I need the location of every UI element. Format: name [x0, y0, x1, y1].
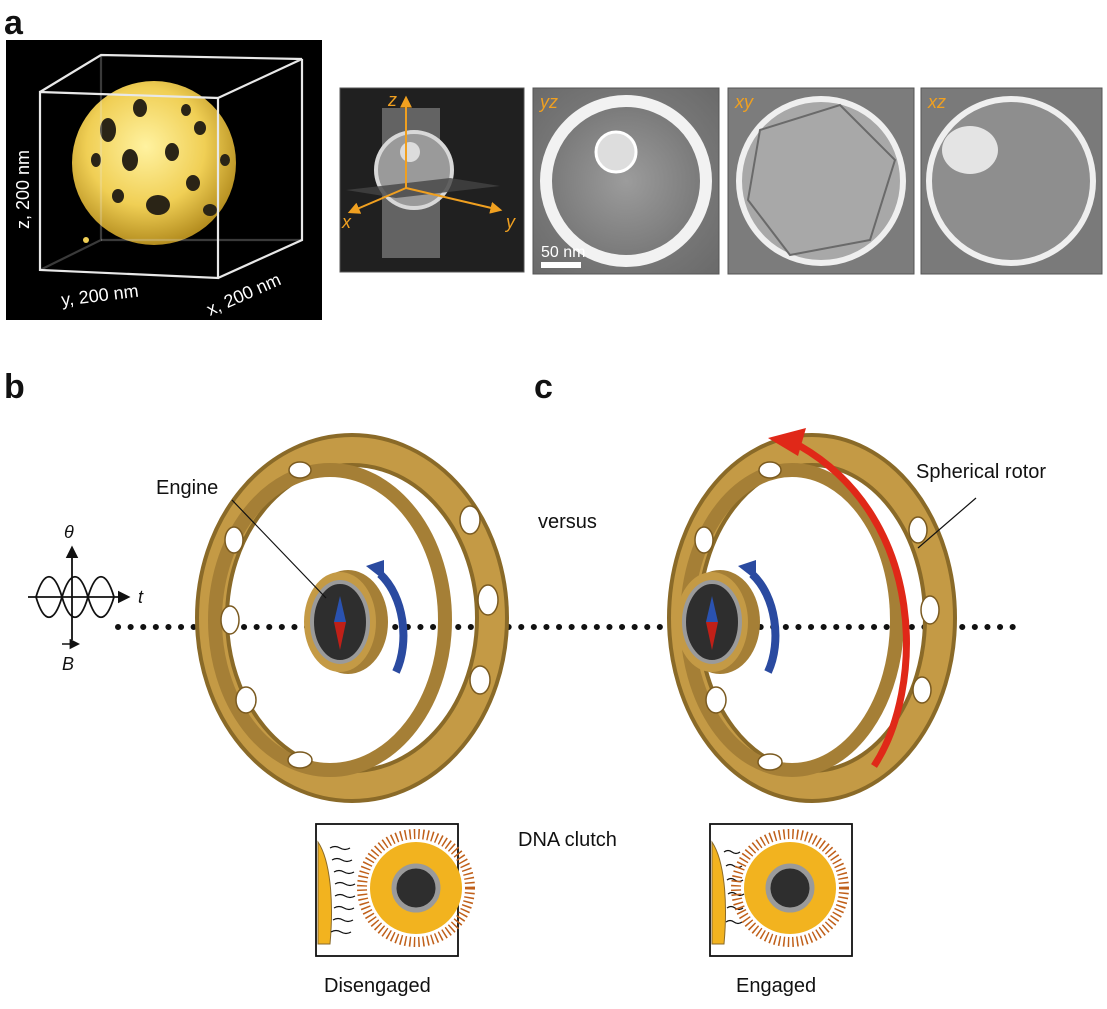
oscillating-field-icon: θ t B [28, 522, 144, 674]
orthoslice-view: z x y [339, 87, 525, 273]
volume-render: z, 200 nm y, 200 nm x, 200 nm [6, 40, 322, 320]
rotor-disengaged [195, 433, 509, 803]
rotor-engaged [667, 428, 957, 803]
engine-label: Engine [156, 477, 218, 499]
engine-b [304, 570, 388, 674]
rotor-label: Spherical rotor [916, 461, 1046, 483]
clutch-inset-disengaged [315, 823, 475, 957]
ortho-z-label: z [387, 90, 397, 110]
z-dimension-label: z, 200 nm [13, 150, 33, 229]
clutch-inset-engaged [709, 823, 853, 957]
scale-bar [541, 262, 581, 268]
panel-letter-c: c [534, 368, 553, 406]
slice-yz: yz 50 nm [532, 87, 720, 275]
bounding-cube [38, 53, 304, 280]
engine-leader-line [231, 499, 327, 599]
engaged-label: Engaged [736, 975, 816, 997]
b-field-label: B [62, 654, 74, 674]
dna-clutch-label: DNA clutch [518, 829, 617, 851]
panel-letter-a: a [4, 4, 24, 42]
theta-label: θ [64, 522, 74, 542]
ortho-y-label: y [504, 212, 516, 232]
slice-label-xz: xz [927, 92, 946, 112]
versus-label: versus [538, 511, 597, 533]
gold-particle [72, 81, 236, 245]
engine-c [676, 570, 760, 674]
scale-bar-label: 50 nm [541, 244, 585, 261]
slice-xz: xz [920, 87, 1103, 275]
panel-letter-b: b [4, 368, 25, 406]
disengaged-label: Disengaged [324, 975, 431, 997]
slice-label-yz: yz [538, 92, 558, 112]
slice-xy: xy [727, 87, 915, 275]
ortho-x-label: x [341, 212, 352, 232]
t-label: t [138, 587, 144, 607]
slice-label-xy: xy [734, 92, 754, 112]
rotor-leader-line [917, 497, 977, 549]
